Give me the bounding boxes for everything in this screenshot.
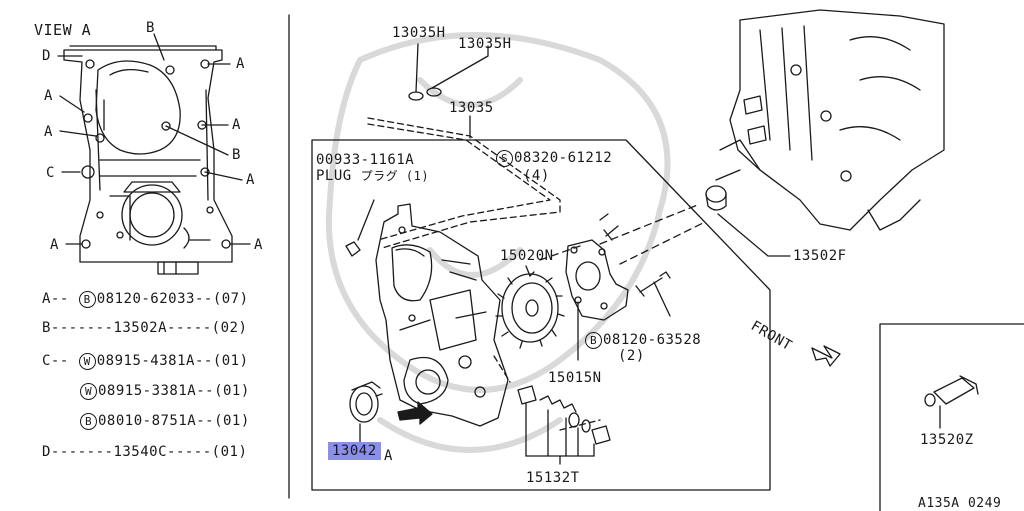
part-qty: (4) (523, 168, 550, 184)
badge-s-icon: S (496, 150, 513, 167)
badge-b-icon: B (78, 291, 96, 308)
part-label-plug: PLUG プラグ (1) (316, 168, 429, 184)
view-a-marker-d: D (42, 48, 51, 64)
view-a-marker-a: A (44, 88, 53, 104)
inner-gear-drawing (495, 265, 565, 349)
legend-row: D-------13540C-----(01) (42, 444, 247, 460)
badge-w-icon: W (78, 353, 96, 370)
badge-b-icon: B (80, 413, 97, 430)
view-a-marker-a: A (236, 56, 245, 72)
legend-qty: (02) (211, 320, 248, 336)
part-label-13035[interactable]: 13035 (449, 100, 494, 116)
view-a-marker-a: A (50, 237, 59, 253)
part-label-15020n[interactable]: 15020N (500, 248, 554, 264)
view-a-marker-b: B (232, 147, 241, 163)
legend-part: 08010-8751A-- (98, 413, 215, 429)
legend-qty: (01) (214, 383, 250, 399)
engine-block-drawing (715, 9, 945, 231)
part-number: 08120-63528 (603, 332, 702, 348)
part-number: 08320-61212 (514, 150, 613, 166)
view-a-marker-a: A (232, 117, 241, 133)
relief-valve-drawing (517, 385, 611, 465)
view-a-arrow-label: A (384, 448, 393, 464)
view-a-title: VIEW A (34, 21, 92, 39)
badge-b-icon: B (585, 332, 602, 349)
legend-key: D------- (42, 444, 114, 460)
part-label-plug-number[interactable]: 00933-1161A (316, 152, 415, 168)
view-a-marker-a: A (246, 172, 255, 188)
legend-part: 08915-3381A-- (98, 383, 215, 399)
figure-code: A135A 0249 (918, 496, 1002, 511)
part-label-13502f[interactable]: 13502F (793, 248, 847, 264)
front-cover-drawing (375, 203, 509, 427)
part-label-13035h[interactable]: 13035H (392, 25, 446, 41)
legend-key: A-- (42, 291, 69, 307)
view-a-marker-a: A (254, 237, 263, 253)
legend-row: B-------13502A-----(02) (42, 320, 247, 336)
legend-part: 08915-4381A-- (96, 353, 213, 369)
legend-key: C-- (42, 353, 69, 369)
legend-key: B------- (42, 320, 114, 336)
part-label-15132t[interactable]: 15132T (526, 470, 580, 486)
plug-word: PLUG (316, 168, 352, 184)
main-frame (311, 139, 771, 491)
badge-w-icon: W (80, 383, 97, 400)
legend-qty: (01) (212, 353, 249, 369)
legend-part: 13502A----- (113, 320, 212, 336)
part-label-13035h[interactable]: 13035H (458, 36, 512, 52)
sealant-frame (879, 323, 1024, 511)
part-qty: (2) (618, 348, 645, 364)
legend-part: 13540C----- (113, 444, 212, 460)
pump-housing-drawing (565, 239, 629, 361)
view-a-cover-drawing (57, 33, 251, 275)
plug-japanese: プラグ (1) (360, 169, 430, 183)
part-label-13042[interactable]: 13042 (328, 442, 381, 460)
view-a-marker-a: A (44, 124, 53, 140)
sealant-tube-drawing (924, 375, 979, 429)
legend-qty: (01) (211, 444, 248, 460)
view-a-marker-b: B (146, 20, 155, 36)
view-a-marker-c: C (46, 165, 55, 181)
legend-part: 08120-62033-- (96, 291, 213, 307)
part-label-15015n[interactable]: 15015N (548, 370, 602, 386)
part-label-13520z[interactable]: 13520Z (920, 432, 974, 448)
watermark-logo (325, 32, 671, 453)
legend-qty: (01) (214, 413, 250, 429)
part-13042-highlight: 13042 (328, 442, 381, 460)
legend-qty: (07) (212, 291, 249, 307)
